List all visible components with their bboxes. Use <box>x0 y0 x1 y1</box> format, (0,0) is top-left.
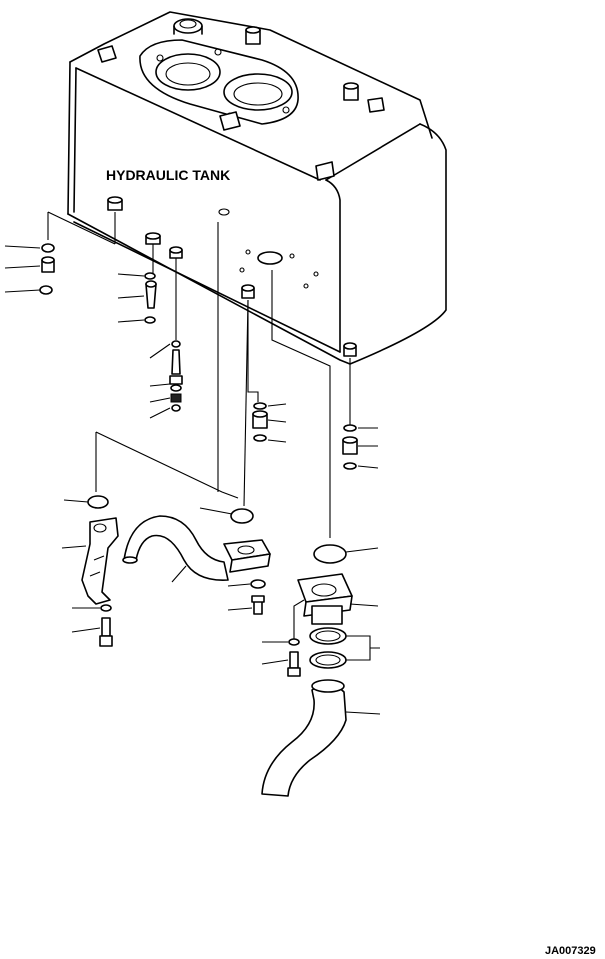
sensor-bolt-group <box>117 244 183 419</box>
leader-lines <box>95 222 331 640</box>
bottom-ports <box>107 196 357 357</box>
center-fitting-group <box>247 300 287 443</box>
filler-cap <box>173 18 203 35</box>
top-bosses <box>97 26 385 181</box>
hose-assembly <box>261 573 381 797</box>
drawing-number: JA007329 <box>545 945 596 957</box>
o-rings <box>63 495 379 564</box>
top-cover-flange <box>139 39 299 125</box>
bent-pipe <box>122 515 229 583</box>
elbow-bracket <box>61 517 119 647</box>
right-plug-group <box>342 358 379 470</box>
left-plug-group <box>4 211 116 295</box>
pipe-flange <box>223 539 271 615</box>
tank-title-label: HYDRAULIC TANK <box>106 167 230 183</box>
hydraulic-tank: HYDRAULIC TANK <box>67 11 447 365</box>
